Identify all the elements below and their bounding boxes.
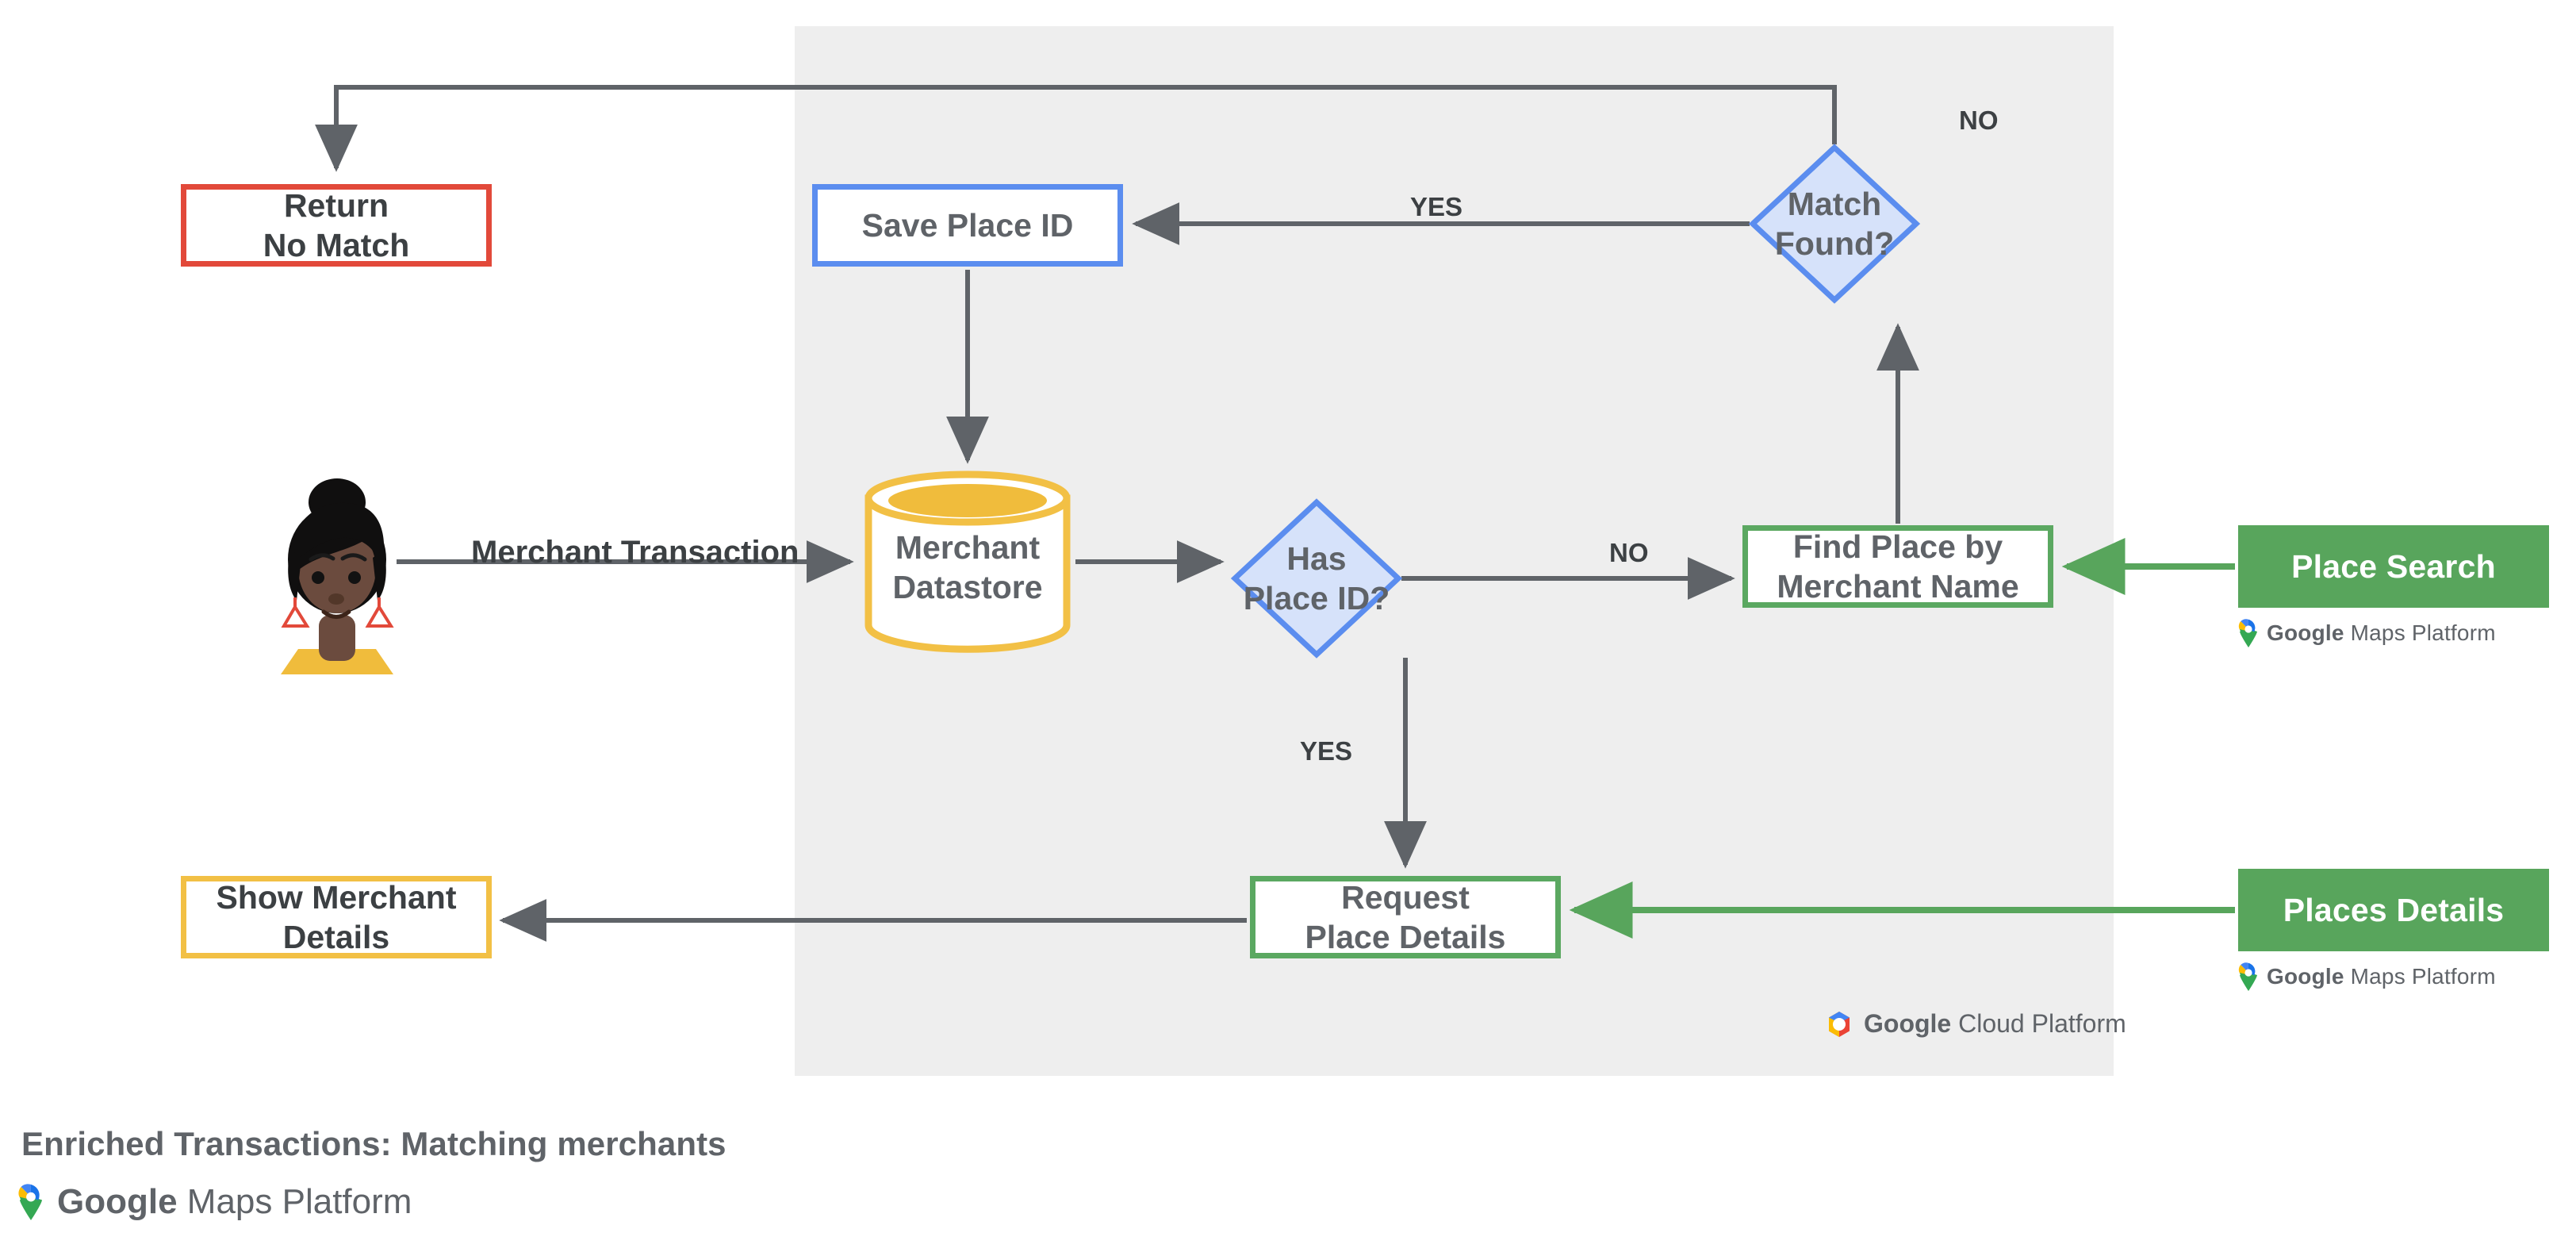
node-show-merchant-details[interactable]: Show Merchant Details: [181, 876, 492, 958]
edge-label-has-place-id-no: NO: [1609, 538, 1649, 567]
node-match-found[interactable]: Match Found?: [1748, 144, 1921, 304]
maps-pin-icon: [2238, 619, 2257, 647]
edge-label-match-found-no: NO: [1959, 106, 1999, 135]
google-maps-platform-text: Google Maps Platform: [2267, 964, 2496, 989]
customer-avatar-icon: [281, 478, 394, 674]
footer-brand-text: Google Maps Platform: [57, 1182, 412, 1221]
node-find-place-by-merchant-name[interactable]: Find Place by Merchant Name: [1742, 525, 2053, 608]
diamond-shape: [1230, 498, 1403, 659]
google-maps-platform-logo: Google Maps Platform: [2238, 619, 2549, 647]
maps-pin-icon: [2238, 962, 2257, 991]
edge-label-merchant-transaction: Merchant Transaction: [471, 535, 799, 570]
node-has-place-id[interactable]: Has Place ID?: [1230, 498, 1403, 659]
api-card-places-details[interactable]: Places Details Google Maps Platform: [2238, 869, 2549, 991]
node-request-place-details[interactable]: Request Place Details: [1250, 876, 1561, 958]
maps-pin-icon: [18, 1184, 43, 1220]
api-card-places-details-label: Places Details: [2238, 869, 2549, 951]
diagram-title: Enriched Transactions: Matching merchant…: [21, 1125, 726, 1162]
footer-google-maps-platform-logo: Google Maps Platform: [17, 1182, 412, 1222]
cylinder-shape: [864, 470, 1071, 653]
gcp-logo-text: Google Cloud Platform: [1864, 1009, 2126, 1038]
api-card-place-search[interactable]: Place Search Google Maps Platform: [2238, 525, 2549, 647]
google-maps-platform-logo: Google Maps Platform: [2238, 962, 2549, 991]
edge-label-match-found-yes: YES: [1410, 192, 1463, 221]
node-return-no-match[interactable]: Return No Match: [181, 184, 492, 267]
edge-label-has-place-id-yes: YES: [1300, 736, 1353, 766]
api-card-place-search-label: Place Search: [2238, 525, 2549, 608]
gcp-hexagon-icon: [1829, 1011, 1850, 1037]
diamond-shape: [1748, 144, 1921, 304]
node-merchant-datastore[interactable]: Merchant Datastore: [861, 470, 1074, 654]
google-maps-platform-text: Google Maps Platform: [2267, 620, 2496, 645]
google-cloud-platform-logo: Google Cloud Platform: [1824, 1009, 2126, 1039]
node-save-place-id[interactable]: Save Place ID: [812, 184, 1123, 267]
